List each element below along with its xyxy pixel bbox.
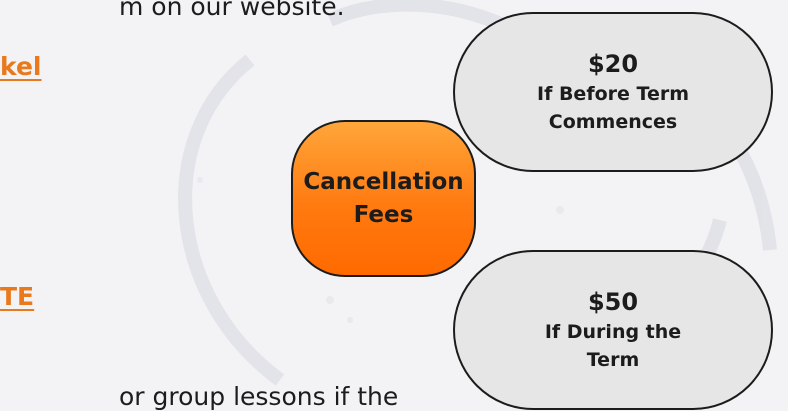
fee-condition-during-term: If During the Term <box>544 321 682 371</box>
fee-amount-20: $20 <box>587 50 639 78</box>
partial-text-bottom: or group lessons if the <box>119 382 399 411</box>
cancellation-fees-node: Cancellation Fees <box>291 120 476 277</box>
center-line-1: Cancellation <box>303 168 464 195</box>
fee-option-during-term: $50 If During the Term <box>453 250 773 410</box>
partial-link-bottom[interactable]: TE <box>0 282 35 311</box>
fee-amount-50: $50 <box>587 288 639 316</box>
center-line-2: Fees <box>353 201 414 228</box>
partial-text-top: m on our website. <box>119 0 345 21</box>
fee-option-before-term: $20 If Before Term Commences <box>453 12 773 172</box>
partial-link-top[interactable]: kel <box>0 52 42 81</box>
fee-condition-before-term: If Before Term Commences <box>537 83 689 133</box>
